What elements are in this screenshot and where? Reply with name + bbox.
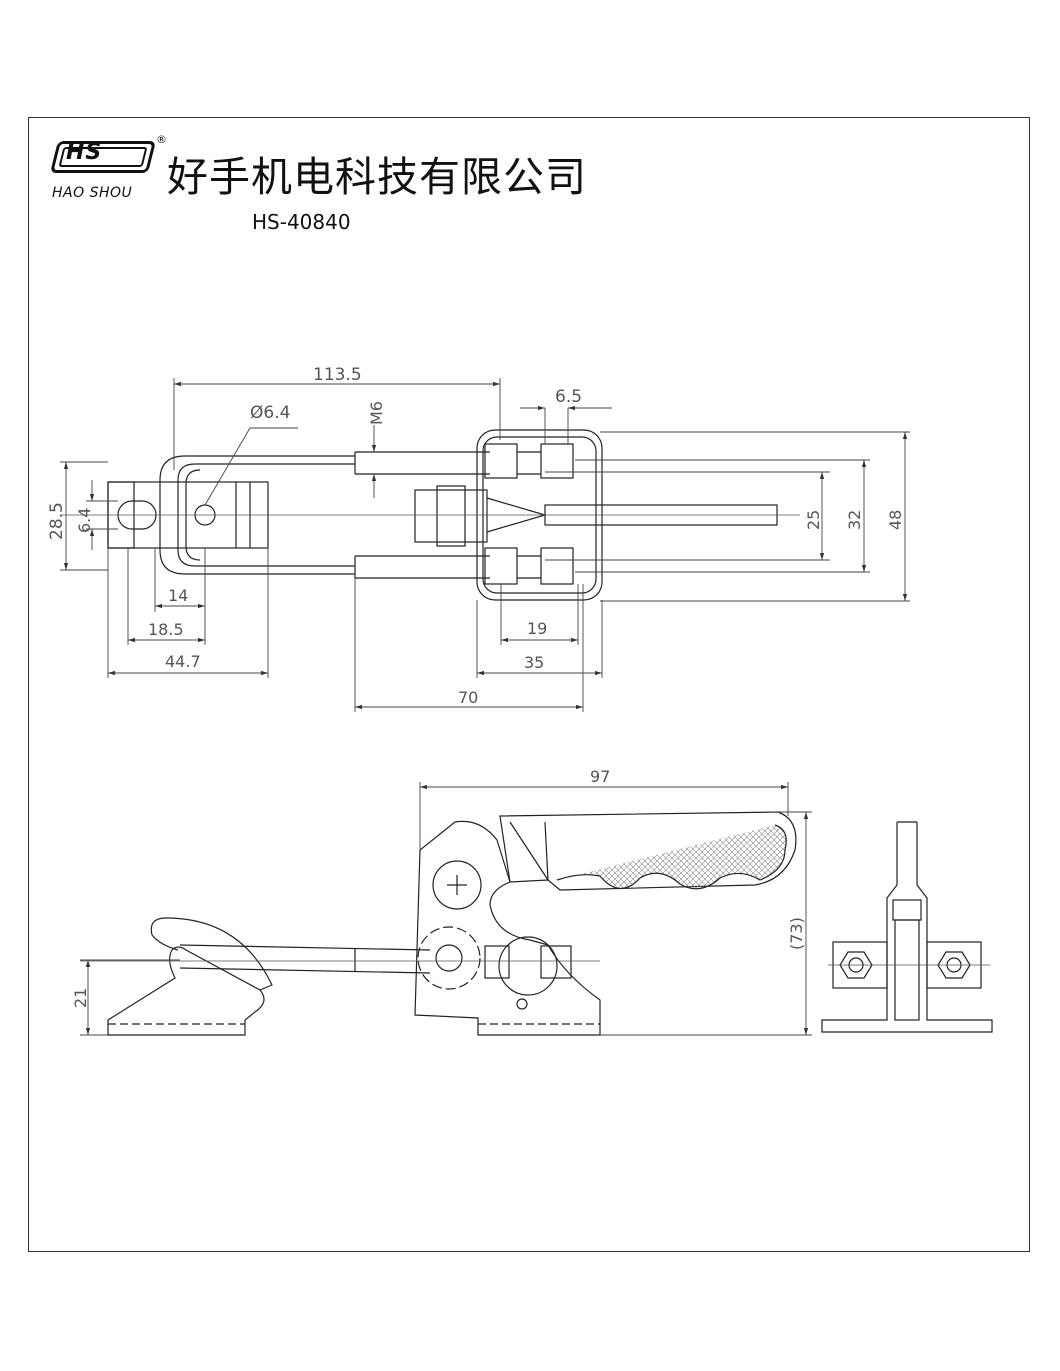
side-view-dimensions — [80, 782, 812, 1036]
dim-dia-6-4: Ø6.4 — [250, 403, 290, 423]
pivot-circle — [432, 860, 482, 910]
dim-48: 48 — [886, 510, 905, 530]
company-logo: HS ® HAO SHOU — [48, 133, 168, 207]
handle-grip — [499, 811, 797, 891]
handle-pivot — [414, 489, 488, 543]
logo-letters: HS — [66, 140, 103, 165]
top-view-dimensions — [60, 378, 910, 712]
clamp-body — [414, 820, 601, 1036]
dim-14: 14 — [168, 586, 188, 605]
dim-113-5: 113.5 — [313, 365, 362, 385]
top-view — [60, 429, 800, 601]
dim-21: 21 — [71, 988, 90, 1008]
dim-28-5: 28.5 — [47, 502, 67, 540]
side-view — [80, 811, 797, 1036]
dim-19: 19 — [527, 619, 547, 638]
hook-arm — [150, 917, 273, 991]
dim-32: 32 — [845, 510, 864, 530]
dim-6-5: 6.5 — [555, 387, 582, 407]
dim-m6: M6 — [367, 401, 386, 425]
dim-70: 70 — [458, 688, 478, 707]
end-view — [821, 821, 993, 1033]
dim-44-7: 44.7 — [165, 652, 201, 671]
dim-73: (73) — [787, 917, 806, 950]
dim-6-4: 6.4 — [75, 508, 94, 533]
brand-subtitle: HAO SHOU — [52, 185, 133, 201]
registered-mark: ® — [156, 133, 167, 146]
dim-35: 35 — [524, 653, 544, 672]
nut-upper-left — [484, 443, 518, 479]
dim-25: 25 — [804, 510, 823, 530]
nut-lower-right — [540, 547, 574, 585]
dim-18-5: 18.5 — [148, 620, 184, 639]
hook-base — [107, 946, 265, 1036]
dim-97: 97 — [590, 767, 610, 786]
company-name: 好手机电科技有限公司 — [167, 153, 587, 201]
drawing-frame — [28, 117, 1030, 1252]
nut-upper-right — [540, 443, 574, 479]
link-pin — [435, 944, 463, 972]
model-number: HS-40840 — [252, 210, 351, 234]
